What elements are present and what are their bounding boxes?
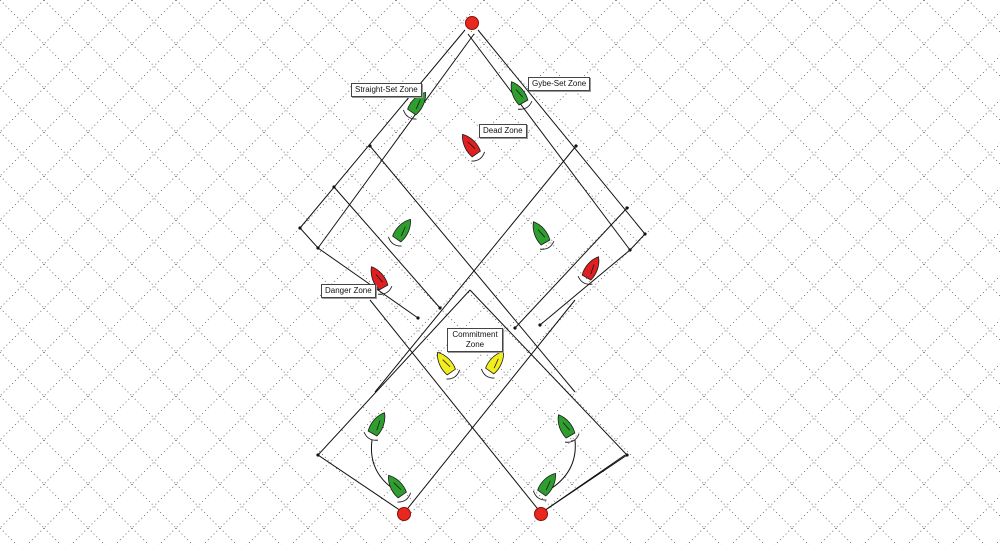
boat-right-red-hull	[581, 256, 600, 281]
boat-lower-right-bottom-sail	[545, 480, 551, 491]
upper-cross-line-d	[514, 207, 628, 329]
boat-dead-zone-sail	[467, 141, 476, 150]
boat-gybe-set-sail	[515, 89, 524, 98]
boat-left-mid-wake	[387, 236, 402, 247]
boat-lower-right-bottom-wake	[532, 490, 547, 501]
boat-lower-right-top	[557, 414, 580, 443]
boat-right-red	[577, 256, 600, 285]
boat-lower-left-top-hull	[367, 412, 386, 437]
boat-dead-zone	[462, 133, 486, 162]
boat-lower-left-bottom	[388, 474, 412, 503]
dead-zone-label: Dead Zone	[479, 124, 527, 138]
boat-straight-set-wake	[402, 109, 417, 120]
boat-lower-left-top-wake	[363, 431, 378, 441]
upper-cross-line-a	[369, 145, 576, 393]
boat-right-red-sail	[590, 264, 595, 275]
boat-commitment-left-sail	[442, 359, 451, 368]
boat-danger-zone-wake	[378, 285, 393, 295]
boat-lower-left-bottom-wake	[397, 492, 412, 503]
boat-lower-right-bottom	[532, 472, 556, 501]
upper-diamond-right-outer	[477, 29, 646, 326]
leeward-mark-left	[397, 507, 411, 521]
boat-dead-zone-wake	[471, 151, 486, 162]
upper-cross-line-b	[374, 145, 577, 393]
boat-right-mid	[532, 221, 555, 250]
lower-inner-left-diagonal	[403, 299, 576, 514]
upper-cross-line-c	[333, 186, 441, 309]
boat-commitment-right-wake	[480, 368, 495, 379]
commitment-zone-label-line2: Zone	[465, 340, 485, 349]
rounding-arc-right	[551, 439, 576, 489]
lower-inner-right-diagonal	[369, 299, 542, 514]
boat-gybe-set	[510, 81, 533, 110]
boat-right-mid-sail	[537, 229, 546, 238]
boat-left-mid-hull	[392, 218, 411, 243]
straight-set-zone-label: Straight-Set Zone	[351, 83, 422, 97]
vertex-dots	[298, 144, 647, 457]
boat-commitment-right	[480, 350, 504, 379]
boat-lower-left-top-sail	[376, 420, 381, 431]
danger-zone-label: Danger Zone	[321, 284, 376, 298]
course-lines	[299, 29, 646, 514]
commitment-zone-label-line1: Commitment	[452, 330, 498, 339]
boats-layer	[363, 81, 600, 503]
boat-gybe-set-wake	[518, 100, 533, 110]
boat-lower-left-bottom-sail	[393, 482, 402, 491]
rounding-arc-left	[370, 439, 393, 489]
boat-straight-set-sail	[415, 99, 421, 110]
boat-danger-zone-sail	[375, 274, 384, 283]
boat-left-mid	[387, 218, 411, 247]
boat-lower-right-bottom-hull	[537, 472, 556, 497]
lower-left-finish-line	[540, 454, 626, 514]
boat-commitment-left	[437, 351, 461, 380]
boat-lower-right-top-sail	[562, 422, 571, 431]
boat-right-mid-wake	[540, 240, 555, 250]
boat-commitment-left-wake	[446, 369, 461, 380]
upper-inner-left-diagonal	[317, 33, 475, 249]
leeward-mark-right	[534, 507, 548, 521]
upper-inner-right-diagonal	[467, 33, 631, 251]
boat-left-mid-sail	[400, 226, 406, 237]
boat-commitment-right-sail	[493, 358, 499, 369]
boat-lower-left-top	[363, 412, 386, 441]
boat-commitment-right-hull	[485, 350, 504, 375]
upper-diamond-left-outer	[299, 29, 466, 319]
windward-mark	[465, 16, 479, 30]
gybe-set-zone-label: Gybe-Set Zone	[528, 77, 591, 91]
boat-lower-right-top-wake	[565, 433, 580, 443]
boat-right-red-wake	[577, 275, 592, 285]
commitment-zone-label: Commitment Zone	[447, 328, 503, 352]
